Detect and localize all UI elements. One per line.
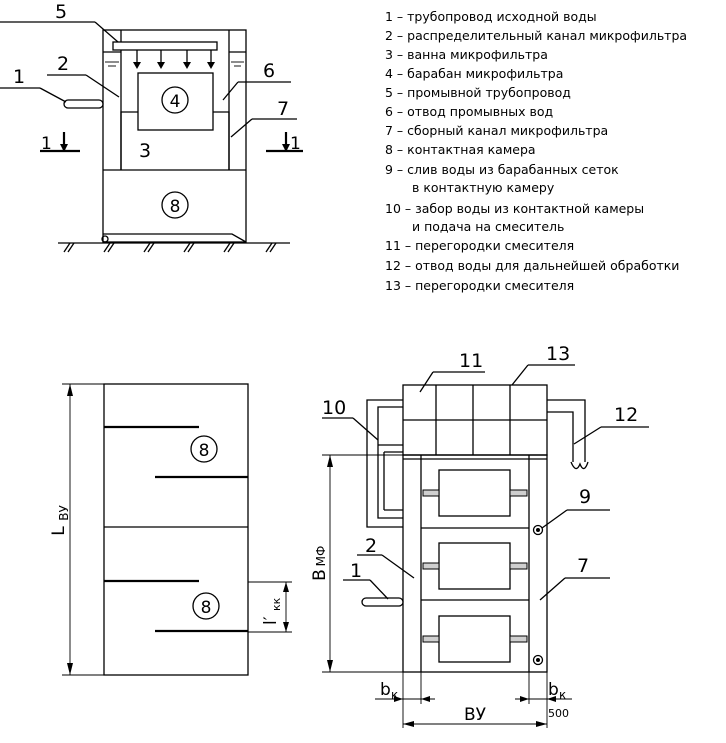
callout-8: 8	[170, 197, 181, 217]
drum-1	[422, 469, 528, 517]
legend-item-2: 2 – распределительный канал микрофильтра	[385, 28, 687, 43]
dim-width: В МФ	[310, 454, 403, 673]
legend-item-8: 8 – контактная камера	[385, 142, 536, 157]
dim-bk-right-sub: к	[559, 688, 566, 702]
plan-callout-11: 11	[459, 350, 483, 372]
cut-mark-right: 1	[266, 132, 303, 154]
section-outer-body	[102, 29, 247, 243]
callout-1: 1	[13, 66, 25, 88]
circle-8	[161, 191, 189, 219]
drum-3	[422, 615, 528, 663]
plan-callout-7: 7	[577, 555, 589, 577]
legend: 1 – трубопровод исходной воды 2 – распре…	[385, 9, 687, 293]
legend-item-13: 13 – перегородки смесителя	[385, 278, 574, 293]
ground-hatch	[63, 242, 277, 253]
legend-item-9-cont: в контактную камеру	[412, 180, 555, 195]
dim-bk-left-label: b	[380, 680, 391, 700]
cut-mark-left: 1	[40, 132, 80, 154]
legend-item-12: 12 – отвод воды для дальнейшей обработки	[385, 258, 679, 273]
legend-item-10-cont: и подача на смеситель	[412, 219, 564, 234]
dim-bk-right: b к	[515, 680, 572, 702]
side-label-bottom: 8	[201, 598, 212, 618]
dim-500-label: 500	[548, 707, 569, 720]
microfilter-drum	[137, 72, 214, 131]
dim-bk-left: b к	[375, 680, 435, 702]
dim-length-label: L	[49, 526, 69, 536]
dim-length-sub: ВУ	[57, 505, 71, 521]
spray-arrows	[133, 50, 215, 69]
plan-callout-2: 2	[365, 535, 377, 557]
side-label-top: 8	[199, 441, 210, 461]
legend-item-5: 5 – промывной трубопровод	[385, 85, 571, 100]
callout-5: 5	[55, 1, 67, 23]
legend-item-3: 3 – ванна микрофильтра	[385, 47, 548, 62]
section-view: 1 1 5 2 1 6 7 3 4 8	[0, 1, 303, 253]
contact-chamber-outline	[103, 383, 249, 676]
side-circle-bottom	[192, 592, 220, 620]
plan-callout-10: 10	[322, 397, 346, 419]
legend-item-9: 9 – слив воды из барабанных сеток	[385, 162, 619, 177]
legend-item-1: 1 – трубопровод исходной воды	[385, 9, 597, 24]
legend-item-11: 11 – перегородки смесителя	[385, 238, 574, 253]
dim-vu-label: ВУ	[464, 705, 487, 725]
dim-length: L ВУ	[49, 383, 104, 676]
plan-callout-13: 13	[546, 343, 570, 365]
callout-6: 6	[263, 60, 275, 82]
inlet-pipe	[63, 99, 104, 109]
plan-view: 11 13 10 12 9 2 1 7 В МФ	[310, 343, 649, 728]
dim-width-sub: МФ	[314, 546, 328, 567]
cut-label-left: 1	[41, 134, 52, 154]
circle-4	[161, 86, 189, 114]
dim-kk-label: l′	[261, 616, 281, 625]
legend-item-10: 10 – забор воды из контактной камеры	[385, 201, 644, 216]
drain-hole-bottom	[532, 654, 544, 666]
callout-7: 7	[277, 98, 289, 120]
legend-item-4: 4 – барабан микрофильтра	[385, 66, 563, 81]
plan-callout-12: 12	[614, 404, 638, 426]
dim-width-label: В	[310, 569, 330, 581]
intake-pipe-outer	[366, 399, 403, 528]
callout-2: 2	[57, 53, 69, 75]
plan-callout-1: 1	[350, 560, 362, 582]
dim-bk-left-sub: к	[391, 688, 398, 702]
callout-3: 3	[139, 140, 151, 162]
legend-item-7: 7 – сборный канал микрофильтра	[385, 123, 608, 138]
callout-4: 4	[170, 92, 181, 112]
outlet-pipe-inner	[547, 411, 574, 462]
wash-pipe	[112, 41, 218, 51]
plan-callout-9: 9	[579, 486, 591, 508]
drain-hole-top	[532, 524, 544, 536]
cut-label-right: 1	[290, 134, 301, 154]
dim-kk-sub: кк	[270, 597, 283, 611]
outlet-pipe-outer	[547, 399, 586, 462]
dim-kk: l′ кк	[248, 581, 292, 633]
intake-pipe-inner	[377, 406, 403, 519]
dim-bk-right-label: b	[548, 680, 559, 700]
microfilter-body	[402, 454, 548, 673]
side-view: 8 8 L ВУ l′ кк	[49, 383, 292, 676]
legend-item-6: 6 – отвод промывных вод	[385, 104, 553, 119]
drum-2	[422, 542, 528, 590]
side-circle-top	[190, 435, 218, 463]
dim-vu: ВУ	[403, 705, 547, 727]
plan-inlet-pipe	[361, 597, 404, 607]
